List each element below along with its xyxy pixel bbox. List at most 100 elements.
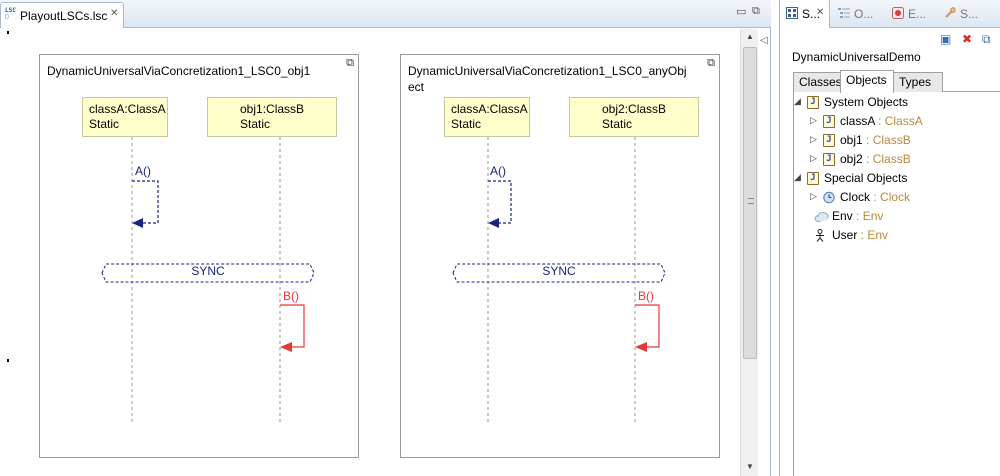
tab-system-model[interactable]: S... ✕ [780,0,830,28]
message-a-arrowhead [488,218,499,228]
sync-label[interactable]: SYNC [191,264,225,278]
object-name: classA [840,114,875,128]
object-type: ClassB [872,133,911,147]
collapsed-icon[interactable]: ▷ [810,134,817,144]
message-a-label[interactable]: A() [490,164,506,178]
tab-outline[interactable]: O... [836,0,880,28]
lifeline-head-obj1[interactable]: obj1:ClassB Static [207,97,337,137]
model-name: DynamicUniversalDemo [792,50,921,64]
collapsed-icon[interactable]: ▷ [810,115,817,125]
message-b-label[interactable]: B() [283,289,299,303]
tab-search[interactable]: S... [942,0,986,28]
tab-errors[interactable]: E... [890,0,934,28]
objects-tree[interactable]: ◢ J System Objects ▷ J classA : ClassA ▷… [793,92,1000,476]
type-separator: : [857,228,868,242]
lifeline-kind: Static [89,117,120,131]
lsc-diagram-title: DynamicUniversalViaConcretization1_LSC0_… [408,64,687,94]
message-a-label[interactable]: A() [135,164,151,178]
canvas-mark [7,359,9,362]
sync-label[interactable]: SYNC [542,264,576,278]
object-name: obj2 [840,152,863,166]
tab-label: E... [908,7,927,21]
editor-tab-title: PlayoutLSCs.lsc [20,9,108,23]
type-separator: : [862,133,873,147]
lifeline-kind: Static [602,117,633,131]
tree-item-label: System Objects [824,95,909,109]
minimize-icon[interactable]: ▭ [736,6,747,18]
collapsed-icon[interactable]: ▷ [810,191,817,201]
collapsed-icon[interactable]: ▷ [810,153,817,163]
message-b-arrowhead [635,342,647,352]
user-icon [816,229,824,242]
package-icon: J [807,96,819,109]
tab-objects[interactable]: Objects [840,70,894,93]
lifeline-name: obj2:ClassB [602,102,667,116]
object-type: Clock [880,190,911,204]
object-type: Env [862,209,884,223]
diagram-canvas[interactable]: DynamicUniversalViaConcretization1_LSC0_… [0,29,740,476]
scroll-down-icon[interactable]: ▼ [746,462,754,471]
close-tab-icon[interactable]: ✕ [110,8,119,19]
expanded-icon[interactable]: ◢ [794,96,801,106]
error-icon [892,7,904,19]
cloud-icon [814,212,829,222]
lsc-file-icon: LSC▢ [5,7,16,20]
search-icon [945,7,956,18]
scrollbar-thumb[interactable] [743,47,757,359]
canvas-mark [7,31,9,34]
type-separator: : [862,152,873,166]
scroll-up-icon[interactable]: ▲ [746,32,754,41]
message-a-arrow [488,180,512,224]
restore-diagram-icon[interactable]: ⧉ [707,57,715,69]
system-model-view: S... ✕ O... E... S... ▣ [779,0,1000,476]
type-separator: : [874,114,885,128]
collapse-icon[interactable]: ⧉ [982,32,991,46]
object-name: User [832,228,858,242]
object-type: Env [867,228,889,242]
message-b-label[interactable]: B() [638,289,654,303]
editor-tab-playout-lscs[interactable]: LSC▢ PlayoutLSCs.lsc ✕ [0,2,124,28]
lifeline-kind: Static [451,117,482,131]
expanded-icon[interactable]: ◢ [794,172,801,182]
tab-label: O... [854,7,874,21]
lsc-diagram-obj1[interactable]: DynamicUniversalViaConcretization1_LSC0_… [39,54,359,458]
lifeline-head-obj2[interactable]: obj2:ClassB Static [569,97,699,137]
sync-condition [101,263,315,283]
object-icon: J [823,115,835,128]
delete-icon[interactable]: ✖ [962,32,973,46]
lifeline-name: obj1:ClassB [240,102,305,116]
maximize-icon[interactable]: ⧉ [752,5,760,17]
editor-tab-bar: LSC▢ PlayoutLSCs.lsc ✕ ▭ ⧉ [0,0,771,28]
tree-item-label: Special Objects [824,171,908,185]
tab-label: S... [802,7,821,21]
close-tab-icon[interactable]: ✕ [816,7,825,18]
package-icon: J [807,172,819,185]
lifeline-kind: Static [240,117,271,131]
object-type: ClassA [884,114,923,128]
message-b-arrow [635,304,660,348]
tab-classes[interactable]: Classes [793,72,842,92]
system-model-icon [786,7,798,19]
restore-diagram-icon[interactable]: ⧉ [346,57,354,69]
object-name: Env [832,209,853,223]
lifeline-head-classA[interactable]: classA:ClassA Static [444,97,530,137]
message-a-arrowhead [132,218,143,228]
object-icon: J [823,134,835,147]
type-separator: : [870,190,881,204]
lsc-diagram-any-object[interactable]: DynamicUniversalViaConcretization1_LSC0_… [400,54,720,458]
lifeline-head-classA[interactable]: classA:ClassA Static [82,97,168,137]
tab-types[interactable]: Types [893,72,943,92]
show-palette-icon[interactable]: ◁ [760,35,768,46]
lifeline-name: classA:ClassA [451,102,528,116]
palette-gutter: ◁ [758,29,770,476]
outline-icon [838,8,850,18]
message-b-arrow [280,304,305,348]
message-b-arrowhead [280,342,292,352]
view-toolbar: ▣ ✖ ⧉ [780,30,1000,46]
object-icon: J [823,153,835,166]
diagram-drawing [452,137,666,425]
clock-icon [823,191,835,204]
vertical-scrollbar[interactable]: ▲ ▼ [740,29,758,476]
type-separator: : [852,209,863,223]
new-object-icon[interactable]: ▣ [940,32,952,46]
